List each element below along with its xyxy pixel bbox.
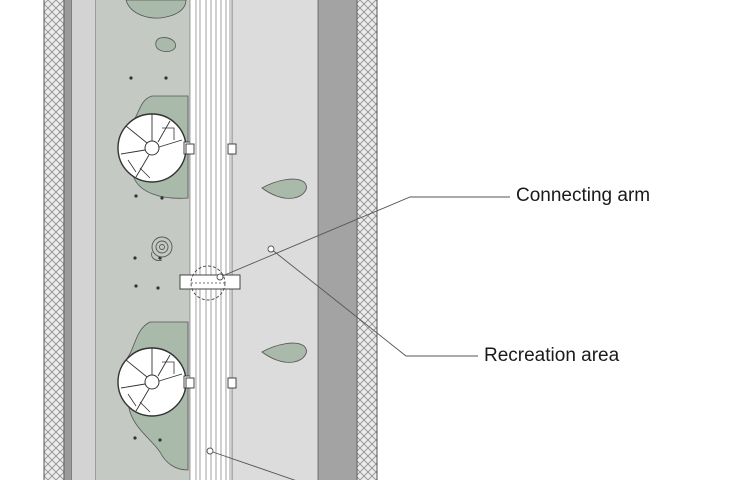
teardrop-upper xyxy=(261,178,307,199)
recreation-area-deck xyxy=(231,0,319,483)
spiral-symbol xyxy=(151,236,173,261)
leader-anchors xyxy=(206,245,275,455)
label-recreation-area: Recreation area xyxy=(484,345,620,366)
leader-connecting-arm xyxy=(219,196,510,278)
right-outer-wall xyxy=(356,0,378,483)
green-blob-drop-top xyxy=(155,37,177,52)
right-dark-band xyxy=(317,0,358,483)
leader-bottom xyxy=(209,450,301,483)
left-dark-band xyxy=(63,0,73,483)
left-deck xyxy=(72,0,96,482)
leader-lines xyxy=(209,196,510,483)
leader-recreation-area xyxy=(270,248,478,357)
corridor-brackets xyxy=(185,143,237,389)
teardrop-lower xyxy=(261,342,307,363)
green-blob-top xyxy=(125,0,187,19)
dot-markers xyxy=(129,76,168,442)
connecting-arm-joint xyxy=(179,265,241,301)
left-outer-wall xyxy=(43,0,65,483)
central-corridor xyxy=(190,0,230,482)
label-connecting-arm: Connecting arm xyxy=(516,185,651,206)
corridor-lines xyxy=(189,0,231,482)
